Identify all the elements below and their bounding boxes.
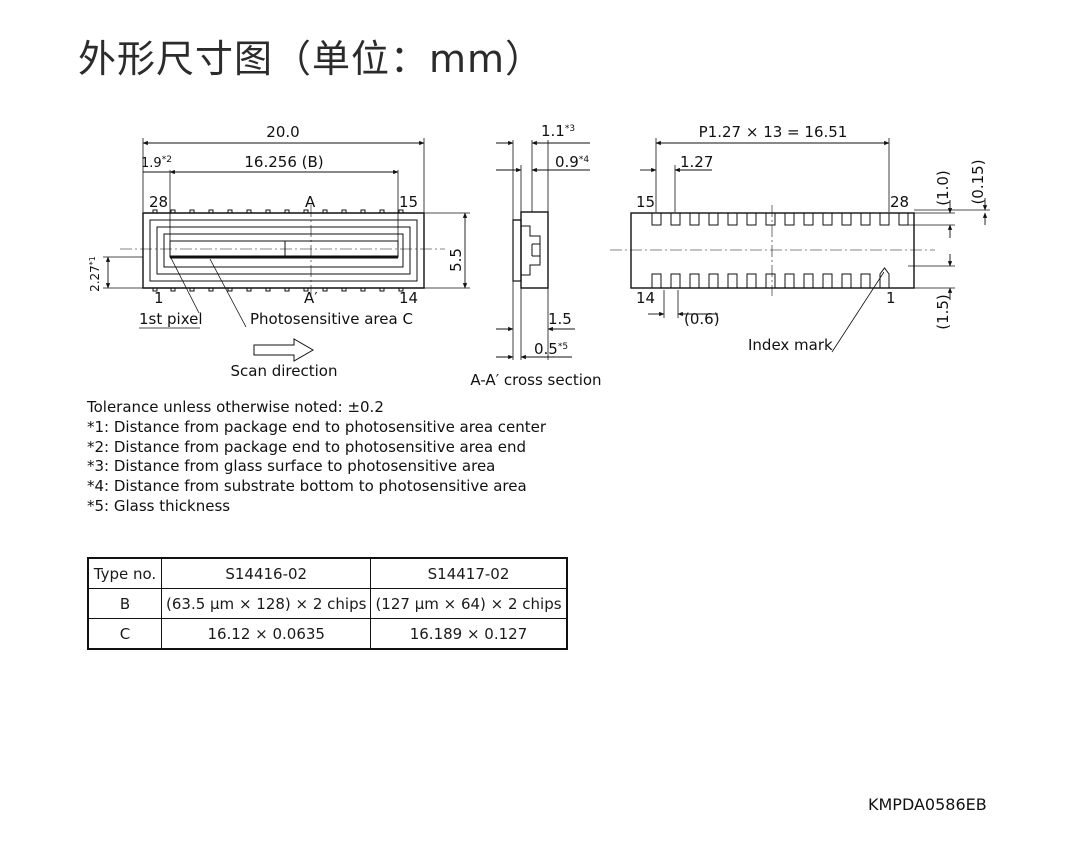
svg-text:0.9*4: 0.9*4 <box>555 153 589 171</box>
cross-section-labels: 1.1*3 0.9*4 1.5 0.5*5 A-A′ cross section <box>470 122 601 389</box>
cross-section-caption: A-A′ cross section <box>470 371 601 389</box>
first-pixel-callout: 1st pixel <box>139 310 203 328</box>
table-cell: (63.5 μm × 128) × 2 chips <box>160 588 372 619</box>
label-a: A <box>305 193 316 211</box>
dim-pad-len-top: (1.0) <box>934 170 952 206</box>
dim-substrate-mark: *4 <box>579 155 590 165</box>
label-a-prime: A′ <box>304 289 318 307</box>
bottom-pin-28-label: 28 <box>890 193 909 211</box>
package-body-section <box>520 211 549 289</box>
table-cell: 16.189 × 0.127 <box>370 618 568 650</box>
tolerance-notes: Tolerance unless otherwise noted: ±0.2 *… <box>87 398 546 517</box>
top-pad-row <box>651 213 909 226</box>
dim-total: 20.0 <box>266 123 299 141</box>
note-line: *1: Distance from package end to photose… <box>87 417 547 436</box>
cross-section-view <box>496 140 590 360</box>
table-cell: 16.12 × 0.0635 <box>160 618 372 650</box>
package-bottom-outline <box>630 212 915 289</box>
top-view <box>103 138 470 362</box>
svg-text:1.9*2: 1.9*2 <box>141 155 172 171</box>
package-outline <box>142 212 425 289</box>
scan-direction-label: Scan direction <box>231 362 338 380</box>
note-line: *2: Distance from package end to photose… <box>87 437 527 456</box>
bottom-pin-14-label: 14 <box>636 289 655 307</box>
note-line: Tolerance unless otherwise noted: ±0.2 <box>87 398 384 416</box>
scan-direction-arrow <box>253 338 314 362</box>
note-line: *3: Distance from glass surface to photo… <box>87 457 496 476</box>
dim-center-mark: *1 <box>88 256 97 265</box>
bottom-pin-15-label: 15 <box>636 193 655 211</box>
dim-glass: 0.5 <box>534 340 558 358</box>
dim-first-end: 1.9 <box>141 156 162 171</box>
note-line: *5: Glass thickness <box>87 496 231 515</box>
document-code: KMPDA0586EB <box>868 795 987 814</box>
bottom-pin-1-label: 1 <box>886 289 896 307</box>
header-s14417: S14417-02 <box>370 557 568 589</box>
note-line: *4: Distance from substrate bottom to ph… <box>87 477 527 496</box>
svg-text:2.27*1: 2.27*1 <box>88 256 102 292</box>
svg-text:1.1*3: 1.1*3 <box>541 122 575 140</box>
table-cell: B <box>87 588 162 619</box>
dim-pin-pitch: 1.27 <box>680 153 713 171</box>
table-cell: (127 μm × 64) × 2 chips <box>370 588 568 619</box>
glass-lid <box>512 219 522 282</box>
dim-substrate: 0.9 <box>555 153 579 171</box>
pin-1-label: 1 <box>154 289 164 307</box>
bottom-view-labels: P1.27 × 13 = 16.51 1.27 15 28 14 1 (0.6)… <box>636 123 987 354</box>
dim-pad-width: (0.6) <box>684 310 720 328</box>
table-row: C 16.12 × 0.0635 16.189 × 0.127 <box>87 618 568 650</box>
bottom-view <box>610 138 990 353</box>
dim-glass-surface-mark: *3 <box>565 124 575 134</box>
top-view-labels: 20.0 1.9*2 16.256 (B) 28 15 A 1 A′ 14 5.… <box>88 123 465 380</box>
dim-b: 16.256 (B) <box>244 153 323 171</box>
dim-center: 2.27 <box>88 265 102 292</box>
dim-pad-offset: (0.15) <box>969 159 987 204</box>
photosensitive-area-callout: Photosensitive area C <box>250 310 413 328</box>
dim-body: 1.5 <box>548 310 572 328</box>
dim-height: 5.5 <box>447 248 465 272</box>
top-pins-row <box>152 209 404 292</box>
dim-first-end-mark: *2 <box>162 155 172 165</box>
type-spec-table: Type no. S14416-02 S14417-02 B (63.5 μm … <box>87 557 568 650</box>
pin-15-label: 15 <box>399 193 418 211</box>
dim-pitch: P1.27 × 13 = 16.51 <box>699 123 848 141</box>
svg-text:0.5*5: 0.5*5 <box>534 340 568 358</box>
pin-14-label: 14 <box>399 289 418 307</box>
dim-glass-surface: 1.1 <box>541 122 565 140</box>
dim-glass-mark: *5 <box>558 342 568 352</box>
table-row: B (63.5 μm × 128) × 2 chips (127 μm × 64… <box>87 588 568 619</box>
pin-28-label: 28 <box>149 193 168 211</box>
page-title: 外形尺寸图（单位：mm） <box>78 37 545 81</box>
index-mark-label: Index mark <box>748 336 833 354</box>
dim-pad-len-bottom: (1.5) <box>934 294 952 330</box>
index-mark-pad <box>879 267 890 288</box>
table-cell: C <box>87 618 162 650</box>
header-type-no: Type no. <box>87 557 162 589</box>
table-header-row: Type no. S14416-02 S14417-02 <box>87 557 568 589</box>
bottom-pad-row <box>651 267 890 288</box>
header-s14416: S14416-02 <box>160 557 372 589</box>
